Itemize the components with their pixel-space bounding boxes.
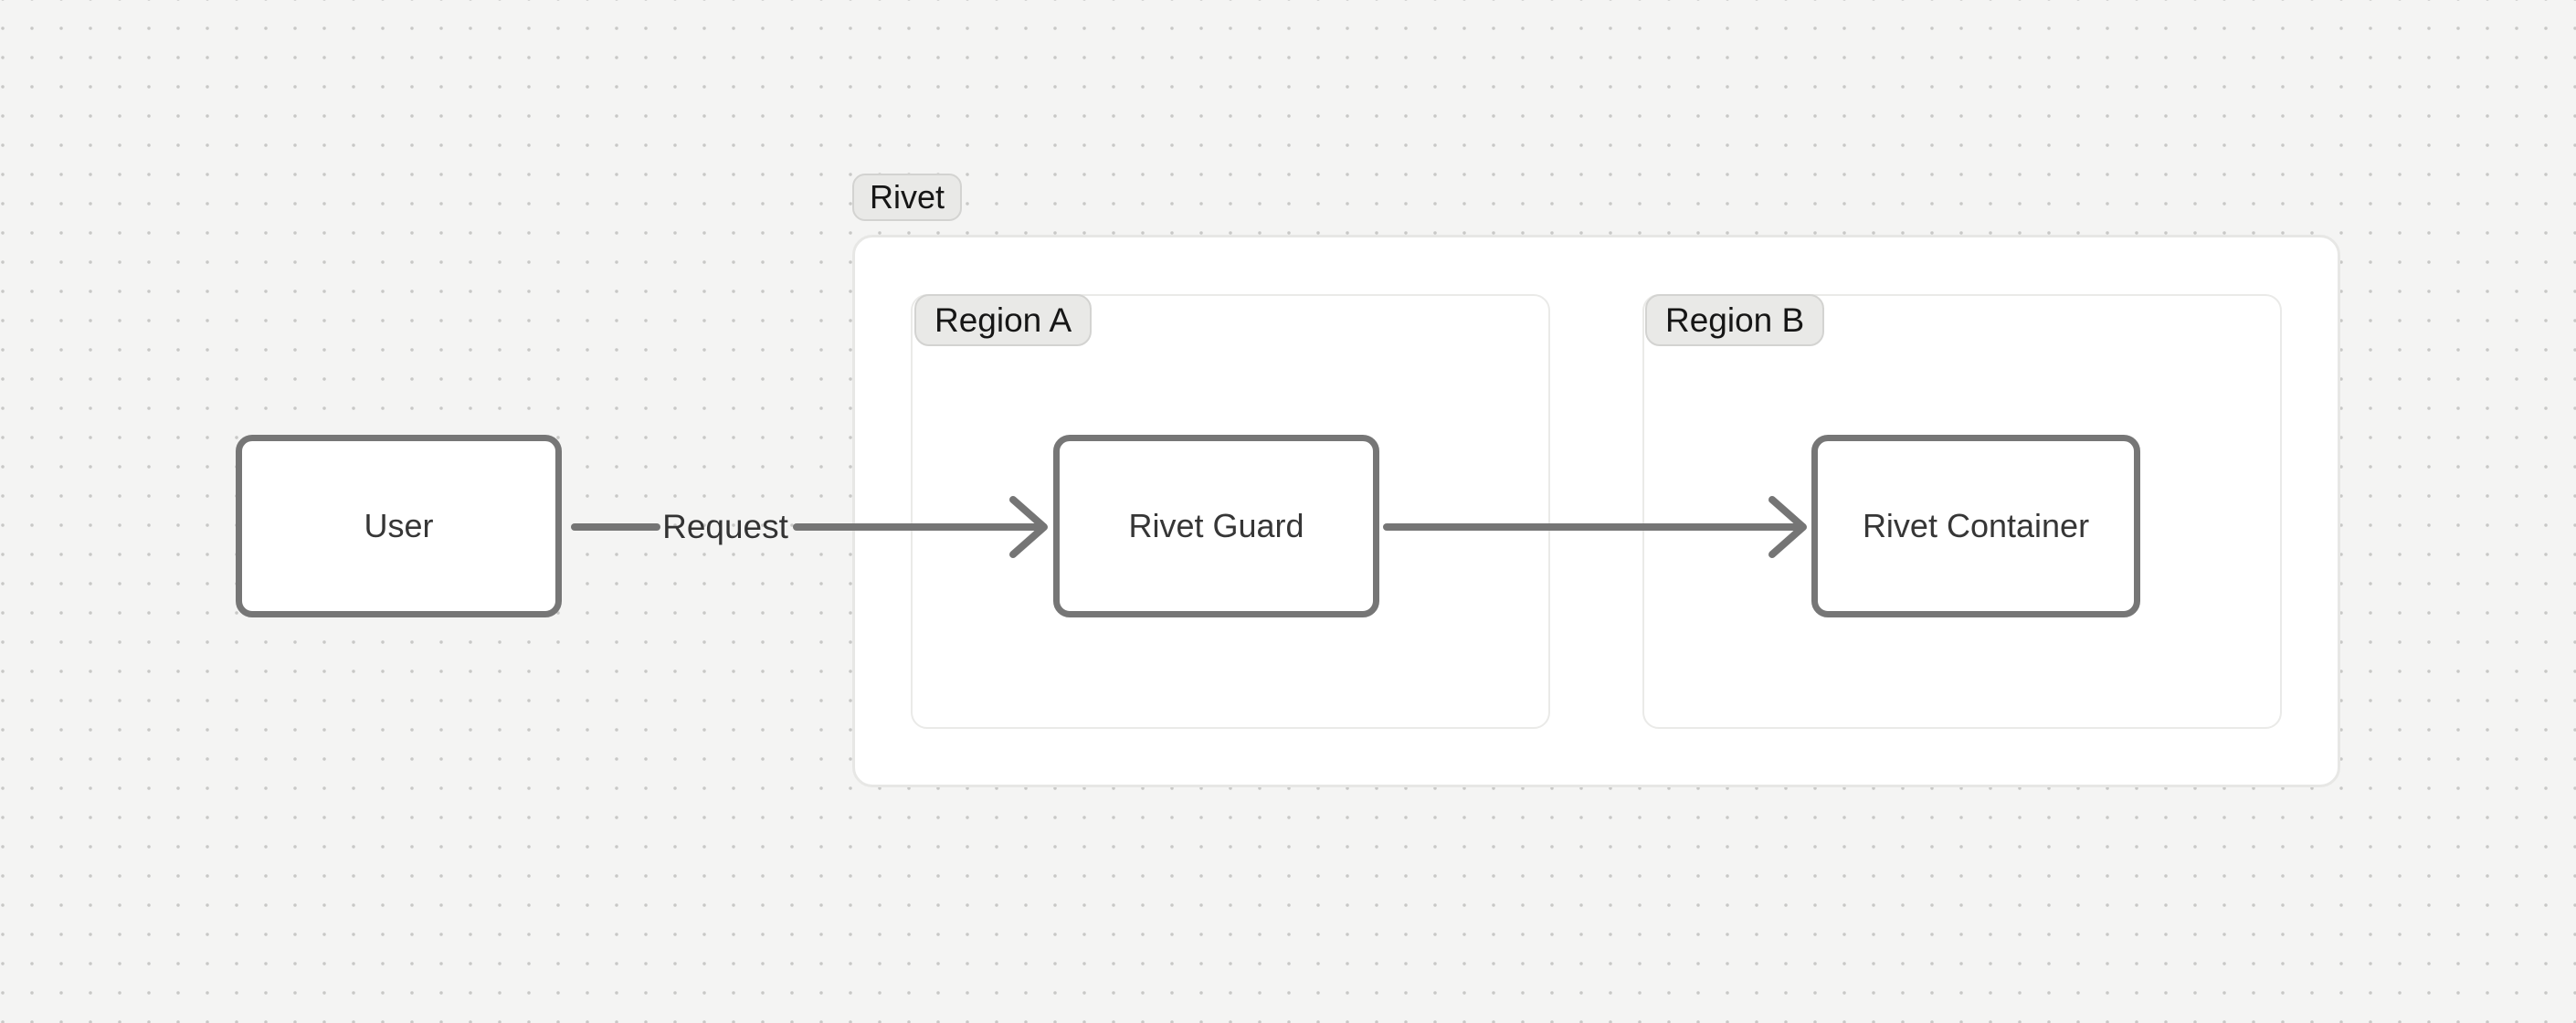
node-rivet-guard-label: Rivet Guard — [1128, 507, 1304, 544]
edge-request-label[interactable]: Request — [662, 508, 788, 545]
arrowhead-guard-to-container — [1768, 496, 1807, 558]
node-user-label: User — [364, 507, 434, 544]
arrowhead-user-to-guard — [1009, 496, 1048, 558]
node-rivet-container[interactable]: Rivet Container — [1811, 435, 2140, 617]
node-rivet-guard[interactable]: Rivet Guard — [1053, 435, 1379, 617]
group-rivet-label: Rivet — [870, 178, 945, 216]
group-region-b-label: Region B — [1665, 301, 1805, 339]
group-region-b-label-pill[interactable]: Region B — [1645, 294, 1825, 346]
group-rivet-label-pill[interactable]: Rivet — [852, 174, 963, 221]
group-region-a-label: Region A — [934, 301, 1072, 339]
node-rivet-container-label: Rivet Container — [1862, 507, 2090, 544]
node-user[interactable]: User — [236, 435, 562, 617]
group-region-a-label-pill[interactable]: Region A — [914, 294, 1093, 346]
edge-guard-to-container[interactable] — [1383, 496, 1807, 558]
edge-user-to-guard[interactable] — [571, 496, 1048, 558]
